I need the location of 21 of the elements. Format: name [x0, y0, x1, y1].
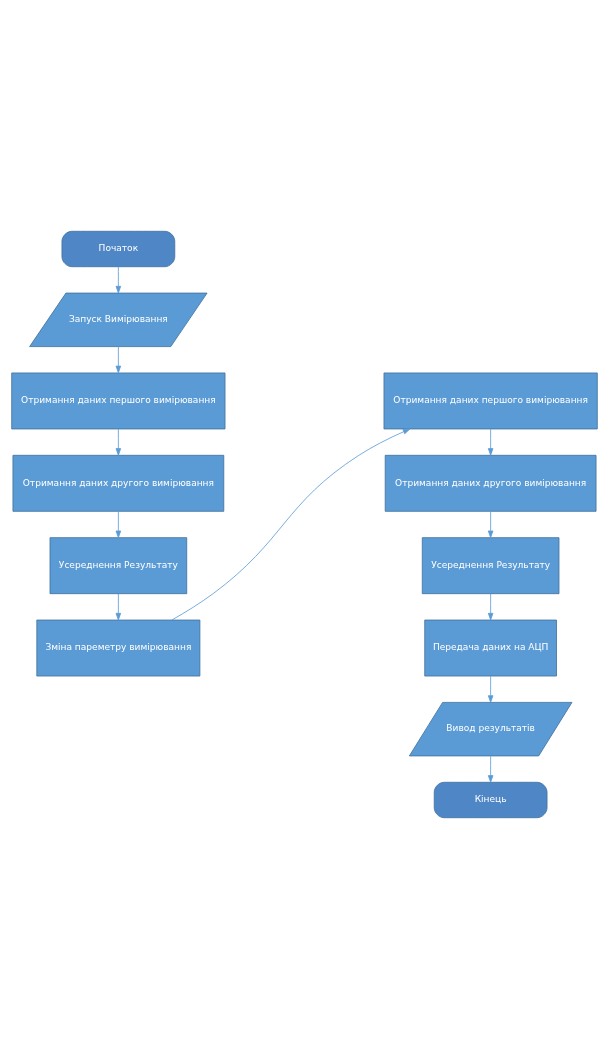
arrow — [115, 510, 122, 538]
node-box: Отримання даних першого вимірювання — [383, 372, 598, 429]
node-box: Усереднення Результату — [421, 536, 560, 594]
arrow — [487, 592, 494, 620]
node-box: Зміна пареметру вимірювання — [36, 619, 201, 676]
arrow — [115, 345, 122, 373]
arrow — [487, 510, 494, 538]
arrow — [115, 428, 122, 456]
arrow — [115, 266, 122, 293]
arrow — [487, 675, 494, 703]
node-box: Передача даних на АЦП — [424, 619, 557, 676]
node-box: Отримання даних другого вимірювання — [384, 454, 597, 512]
arrow — [487, 755, 494, 783]
arrow — [115, 592, 122, 620]
node-box: Отримання даних першого вимірювання — [11, 372, 226, 429]
arrow — [171, 428, 411, 620]
node-box: Отримання даних другого вимірювання — [12, 454, 225, 512]
arrow — [487, 428, 494, 456]
node-box: Початок — [61, 230, 176, 267]
node-box: Кінець — [433, 781, 548, 818]
node-box: Усереднення Результату — [49, 536, 188, 594]
